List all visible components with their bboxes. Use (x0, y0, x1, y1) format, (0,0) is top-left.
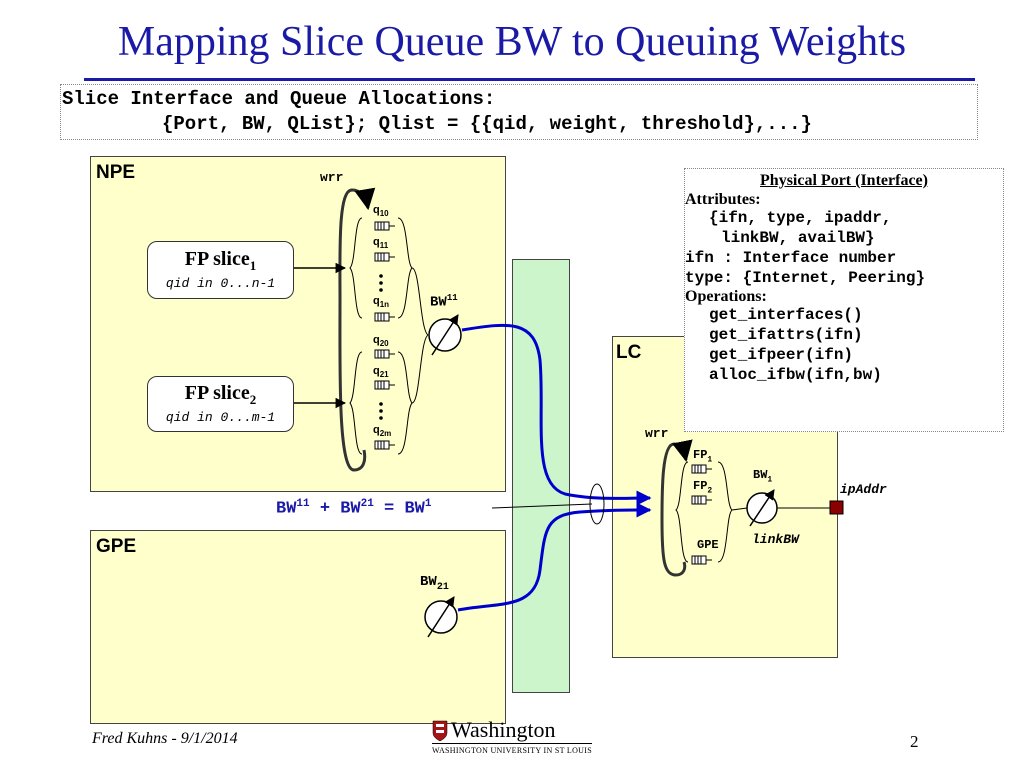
fp-slice-1-range: qid in 0...n-1 (165, 276, 276, 291)
code-line-2: {Port, BW, QList}; Qlist = {{qid, weight… (162, 113, 812, 135)
queue-brace-right-1 (397, 217, 413, 319)
flow-combine-ellipse (589, 483, 605, 525)
info-op-1: get_interfaces() (709, 306, 863, 324)
queue-label-q20: q20 (373, 334, 389, 349)
queue-icon-q11 (374, 252, 395, 262)
queue-label-q11: q11 (373, 236, 389, 251)
npe-wrr-loop (338, 188, 367, 472)
npe-wrr-arrow (351, 187, 376, 211)
physical-port-info-box: Physical Port (Interface) Attributes: {i… (684, 168, 1004, 432)
npe-label: NPE (96, 162, 136, 183)
queue-icon-q20 (374, 349, 395, 359)
queue-icon-fp1 (691, 464, 712, 474)
lc-gpe-label: GPE (697, 538, 719, 552)
info-attributes-label: Attributes: (685, 191, 761, 208)
lc-fp2-label: FP2 (693, 479, 713, 496)
ipaddr-label: ipAddr (840, 482, 887, 497)
ellipsis-dots-1 (379, 274, 383, 292)
code-line-1: Slice Interface and Queue Allocations: (62, 88, 496, 110)
fp-slice-2-title: FP slice2 (184, 382, 257, 407)
bandwidth-equation: BW11 + BW21 = BW1 (276, 498, 432, 519)
queue-icon-q2m (374, 440, 395, 450)
title-rule (84, 78, 975, 81)
bw11-label: BW11 (430, 293, 458, 311)
page-number: 2 (910, 732, 919, 751)
flow-bw21 (457, 502, 652, 612)
fp-slice-1: FP slice1 qid in 0...n-1 (147, 241, 294, 299)
fp-slice-2: FP slice2 qid in 0...m-1 (147, 376, 294, 432)
queue-brace-2 (349, 351, 363, 455)
info-op-4: alloc_ifbw(ifn,bw) (709, 366, 882, 384)
lc-brace-left (675, 461, 689, 563)
code-box (60, 84, 978, 140)
fp-slice-1-title: FP slice1 (184, 248, 257, 273)
lc-label: LC (616, 342, 642, 363)
bw1-label: BW1 (753, 468, 773, 485)
queue-icon-q21 (374, 380, 395, 390)
footer-author: Fred Kuhns - 9/1/2014 (92, 730, 238, 747)
switch-fabric (512, 259, 570, 693)
npe-wrr-label: wrr (320, 170, 344, 185)
brace-to-bw1 (731, 507, 748, 511)
lc-fp1-label: FP1 (693, 448, 713, 465)
queue-label-q10: q10 (373, 204, 389, 219)
slide-title: Mapping Slice Queue BW to Queuing Weight… (117, 19, 907, 65)
info-op-2: get_ifattrs(ifn) (709, 326, 863, 344)
queue-icon-q10 (374, 221, 395, 231)
bw21-label: BW21 (420, 574, 449, 593)
info-op-3: get_ifpeer(ifn) (709, 346, 854, 364)
lc-brace-right (717, 461, 733, 563)
info-type-line: type: {Internet, Peering} (685, 269, 926, 287)
washington-logo-subtitle: WASHINGTON UNIVERSITY IN ST LOUIS (432, 746, 592, 755)
queue-label-q2m: q2m (373, 424, 392, 439)
flow-bw11 (461, 323, 652, 506)
lc-wrr-arrow (671, 439, 693, 463)
bw21-regulator-icon (424, 596, 458, 638)
info-attr-1: {ifn, type, ipaddr, (709, 209, 892, 227)
equation-pointer (491, 503, 593, 509)
logo-rule (432, 743, 592, 744)
lc-wrr-loop (660, 442, 687, 577)
washington-shield-icon (432, 720, 448, 742)
linkbw-label: linkBW (752, 532, 799, 547)
queue-label-q21: q21 (373, 365, 389, 380)
output-port-icon (829, 500, 844, 515)
info-ifn-line: ifn : Interface number (685, 249, 897, 267)
washington-logo-text: Washington (451, 717, 556, 742)
info-operations-label: Operations: (685, 288, 767, 305)
info-attr-2: linkBW, availBW} (721, 229, 875, 247)
bw11-regulator-icon (428, 314, 462, 356)
queue-brace-right-2 (397, 351, 413, 455)
info-heading: Physical Port (Interface) (760, 172, 928, 189)
queue-icon-q1n (374, 312, 395, 322)
bw1-regulator-icon (746, 489, 778, 527)
queue-icon-fp2 (691, 495, 712, 505)
gpe-label: GPE (96, 536, 137, 557)
queue-label-q1n: q1n (373, 295, 390, 310)
fp-slice-2-range: qid in 0...m-1 (165, 410, 276, 425)
queue-icon-lc-gpe (691, 555, 712, 565)
lc-wrr-label: wrr (645, 426, 669, 441)
brace-to-bw11 (411, 267, 429, 404)
queue-brace-1 (349, 217, 363, 319)
ellipsis-dots-2 (379, 402, 383, 420)
